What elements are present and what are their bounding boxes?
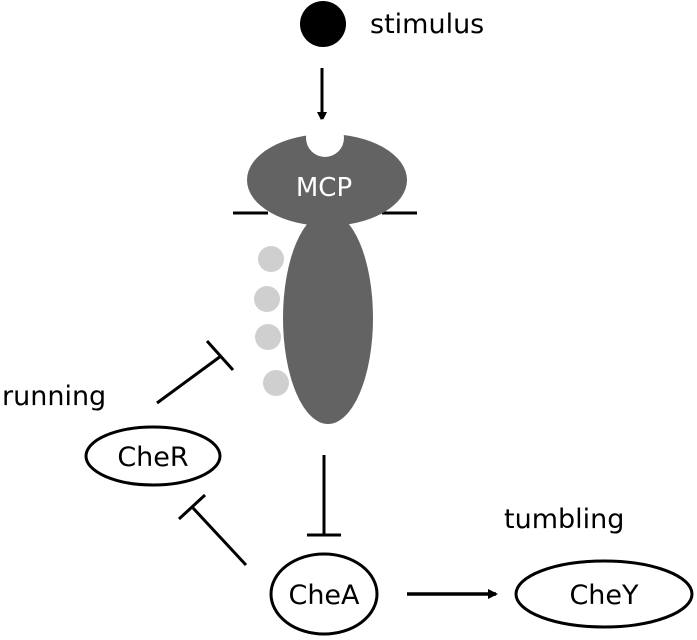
mcp-receptor: MCP <box>247 119 407 424</box>
chea-inhibits-cher-bar <box>177 493 207 521</box>
chey-label: CheY <box>569 580 639 611</box>
methyl-site <box>255 324 281 350</box>
methyl-site <box>263 370 289 396</box>
mcp-stalk <box>283 212 373 424</box>
chea-node <box>269 552 379 636</box>
cher-label: CheR <box>117 442 188 473</box>
mcp-label: MCP <box>296 173 352 203</box>
cher-inhibits-mcp-line <box>156 354 222 405</box>
cher-node <box>84 425 222 487</box>
stimulus-ligand <box>300 1 346 47</box>
cher-inhibits-mcp-bar <box>205 339 235 372</box>
chea-inhibits-cher-line <box>191 506 248 567</box>
methyl-site <box>258 246 284 272</box>
chea-label: CheA <box>288 580 360 611</box>
stimulus-label: stimulus <box>370 9 484 40</box>
chey-node <box>514 559 694 629</box>
tumbling-label: tumbling <box>504 504 624 535</box>
mcp-binding-pocket <box>306 119 344 157</box>
mcp-head <box>247 134 407 226</box>
methyl-site <box>254 286 280 312</box>
running-label: running <box>2 381 106 412</box>
